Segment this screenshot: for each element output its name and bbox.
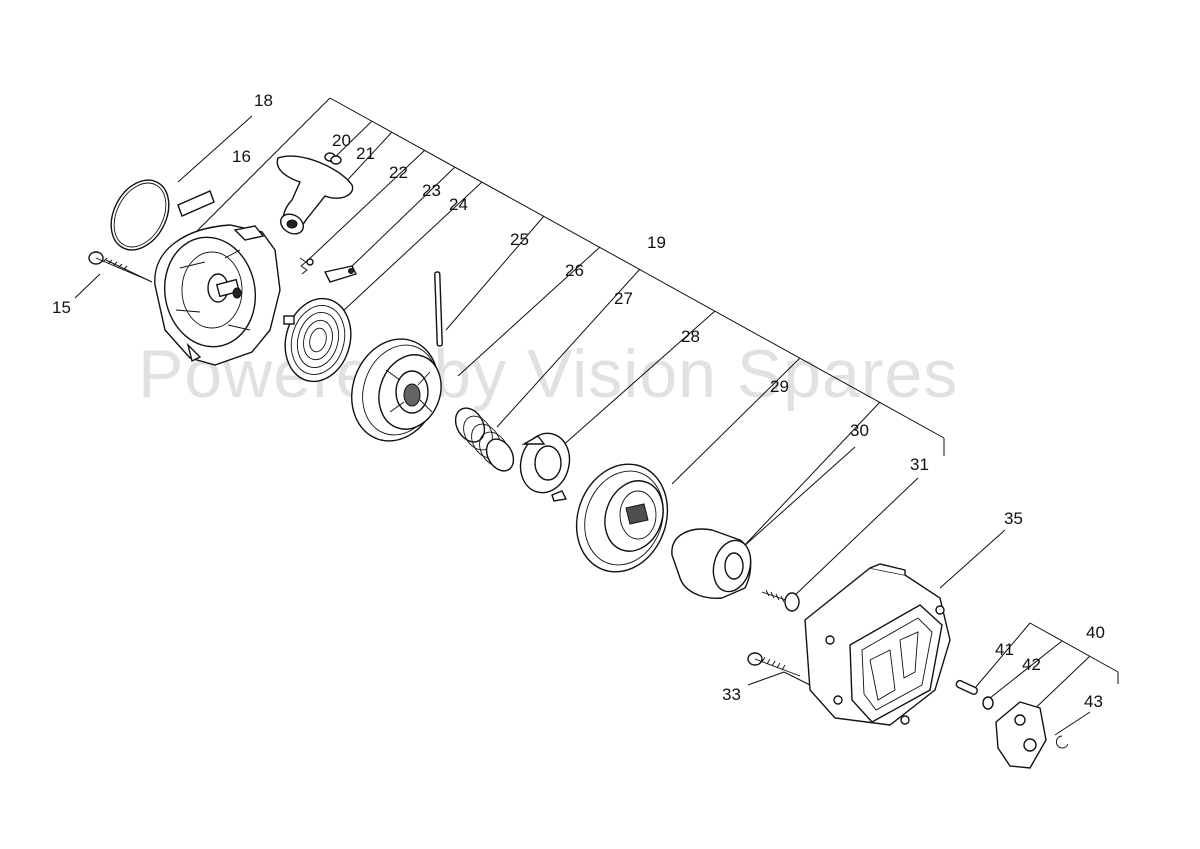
part-41-pin: [955, 679, 978, 695]
callout-29: 29: [770, 377, 789, 396]
callout-35: 35: [1004, 509, 1023, 528]
callout-labels: 18 16 20 21 22 23 24 25 19 26 27 28 29 3…: [52, 91, 1105, 711]
part-pulley: [351, 338, 442, 442]
callout-16: 16: [232, 147, 251, 166]
part-24-recoil-spring: [283, 297, 352, 383]
callout-33: 33: [722, 685, 741, 704]
part-22-spring: [299, 257, 314, 275]
part-25-pin: [434, 271, 443, 347]
part-21-handle: [276, 155, 354, 235]
part-43-circlip: [1055, 735, 1069, 749]
part-28-drum: [575, 463, 669, 573]
part-23-pawl: [323, 265, 357, 283]
callout-15: 15: [52, 298, 71, 317]
callout-43: 43: [1084, 692, 1103, 711]
callout-28: 28: [681, 327, 700, 346]
part-29-hub: [671, 528, 752, 599]
callout-27: 27: [614, 289, 633, 308]
part-26-coil-spring: [454, 407, 515, 472]
watermark-text: Powered by Vision Spares: [138, 336, 958, 412]
callout-22: 22: [389, 163, 408, 182]
callout-19: 19: [647, 233, 666, 252]
part-15-screw: [88, 251, 151, 282]
callout-42: 42: [1022, 655, 1041, 674]
part-31-screw: [761, 589, 800, 612]
callout-24: 24: [449, 195, 468, 214]
callout-26: 26: [565, 261, 584, 280]
leader-lines: [74, 97, 1119, 736]
part-20-retainer: [324, 152, 342, 165]
callout-18: 18: [254, 91, 273, 110]
callout-40: 40: [1086, 623, 1105, 642]
callout-30: 30: [850, 421, 869, 440]
part-16-label: [177, 190, 215, 217]
part-40-pawl-plate: [995, 701, 1047, 769]
callout-21: 21: [356, 144, 375, 163]
callout-23: 23: [422, 181, 441, 200]
callout-20: 20: [332, 131, 351, 150]
callout-31: 31: [910, 455, 929, 474]
part-18-o-ring: [110, 179, 170, 251]
part-starter-housing: [154, 224, 281, 366]
callout-25: 25: [510, 230, 529, 249]
callout-41: 41: [995, 640, 1014, 659]
part-35-fan-housing: [804, 563, 951, 726]
part-42-washer: [982, 696, 994, 710]
part-33-screw: [747, 652, 801, 677]
part-27-ratchet: [519, 432, 571, 502]
